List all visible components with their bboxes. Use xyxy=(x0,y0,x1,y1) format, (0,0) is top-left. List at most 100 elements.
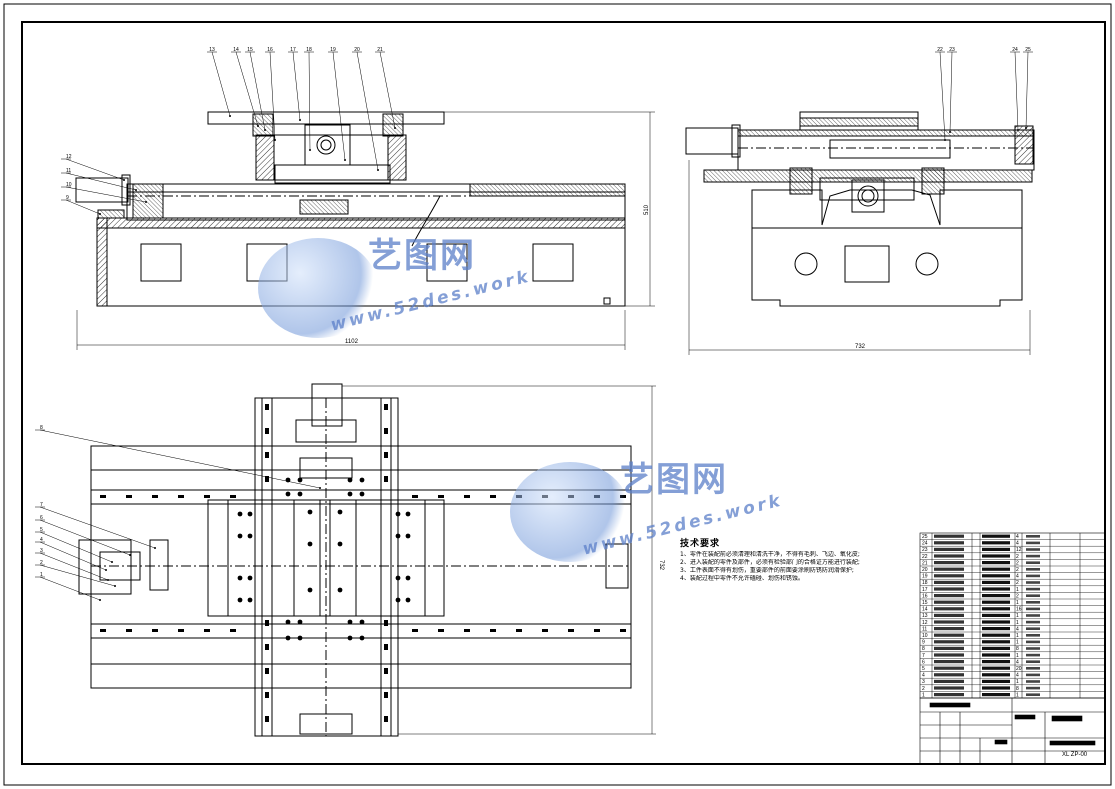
rail-bolt xyxy=(438,495,444,498)
bom-qty: 12 xyxy=(1016,547,1022,553)
bolt-hole xyxy=(359,619,365,625)
bom-material-glyph xyxy=(1026,548,1040,551)
bom-material-glyph xyxy=(1026,561,1040,564)
bom-material-glyph xyxy=(1026,614,1040,617)
bom-qty: 8 xyxy=(1016,646,1019,652)
bom-spec-glyph xyxy=(934,567,964,571)
bom-qty: 1 xyxy=(1016,679,1019,685)
tech-note-line: 3、工件表面不得有划伤，重要部件的前面要涂刷防锈防润滑保护; xyxy=(680,567,854,574)
callout-15: 15 xyxy=(245,47,266,131)
bom-qty: 2 xyxy=(1016,593,1019,599)
rail-bolt xyxy=(464,629,470,632)
callout-label: 8 xyxy=(40,425,43,431)
bom-spec-glyph xyxy=(934,627,964,631)
rail-bolt xyxy=(384,644,388,650)
rail-bolt xyxy=(490,495,496,498)
callout-label: 17 xyxy=(290,47,296,53)
rail-bolt xyxy=(100,495,106,498)
bom-no: 21 xyxy=(922,560,928,566)
bom-spec-glyph xyxy=(934,554,964,558)
bom-no: 10 xyxy=(922,633,928,639)
bom-name-glyph xyxy=(982,673,1010,677)
bolt-hole xyxy=(395,597,401,603)
bom-no: 13 xyxy=(922,613,928,619)
callout-8: 8 xyxy=(35,425,321,489)
bom-material-glyph xyxy=(1026,568,1040,571)
callout-label: 9 xyxy=(66,195,69,201)
outer-border xyxy=(3,3,1112,786)
bom-material-glyph xyxy=(1026,680,1040,683)
bom-name-glyph xyxy=(982,693,1010,697)
bom-qty: 4 xyxy=(1016,541,1019,547)
bom-material-glyph xyxy=(1026,535,1040,538)
callout-label: 22 xyxy=(937,47,943,53)
tech-notes-title: 技术要求 xyxy=(680,539,721,549)
bom-material-glyph xyxy=(1026,594,1040,597)
bom-name-glyph xyxy=(982,660,1010,664)
bolt-hole xyxy=(297,477,303,483)
callout-23: 23 xyxy=(947,47,957,133)
bom-qty: 2 xyxy=(1016,560,1019,566)
dim-front-width: 1102 xyxy=(345,339,359,345)
callout-label: 7 xyxy=(40,502,43,508)
bom-spec-glyph xyxy=(934,679,964,683)
bom-name-glyph xyxy=(982,679,1010,683)
bom-spec-glyph xyxy=(934,666,964,670)
bolt-hole xyxy=(237,533,243,539)
rail-bolt xyxy=(568,629,574,632)
callout-label: 16 xyxy=(267,47,273,53)
bom-no: 15 xyxy=(922,600,928,606)
callout-label: 14 xyxy=(233,47,239,53)
bom-name-glyph xyxy=(982,653,1010,657)
bom-no: 24 xyxy=(922,541,928,547)
rail-bolt xyxy=(230,495,236,498)
callout-2: 2 xyxy=(35,560,116,587)
callout-14: 14 xyxy=(231,47,259,127)
bom-material-glyph xyxy=(1026,541,1040,545)
bolt-hole xyxy=(405,533,411,539)
bom-no: 11 xyxy=(922,626,927,632)
bom-qty: 4 xyxy=(1016,626,1019,632)
callout-12: 12 xyxy=(61,154,125,181)
callout-20: 20 xyxy=(352,47,379,171)
bolt-hole xyxy=(359,477,365,483)
bom-qty: 4 xyxy=(1016,534,1019,540)
bom-spec-glyph xyxy=(934,673,964,677)
callout-label: 25 xyxy=(1025,47,1031,53)
bom-name-glyph xyxy=(982,534,1010,538)
bom-no: 25 xyxy=(922,534,928,540)
bolt-hole xyxy=(337,509,343,515)
bom-spec-glyph xyxy=(934,640,964,644)
bolt-hole xyxy=(247,575,253,581)
callout-19: 19 xyxy=(328,47,346,161)
bom-name-glyph xyxy=(982,633,1010,637)
rail-bolt xyxy=(126,629,132,632)
callout-label: 2 xyxy=(40,560,43,566)
rail-bolt xyxy=(265,404,269,410)
bom-name-glyph xyxy=(982,613,1010,617)
side-view xyxy=(685,111,1035,307)
rail-bolt xyxy=(265,716,269,722)
bom-material-glyph xyxy=(1026,647,1040,650)
rail-bolt xyxy=(412,629,418,632)
callout-label: 1 xyxy=(40,572,43,578)
bom-material-glyph xyxy=(1026,673,1040,677)
bom-material-glyph xyxy=(1026,693,1040,696)
bolt-hole xyxy=(395,511,401,517)
bom-material-glyph xyxy=(1026,653,1040,657)
bolt-hole xyxy=(405,511,411,517)
callout-label: 5 xyxy=(40,527,43,533)
bom-qty: 8 xyxy=(1016,686,1019,692)
bom-name-glyph xyxy=(982,567,1010,571)
callout-5: 5 xyxy=(35,527,113,563)
bolt-hole xyxy=(247,511,253,517)
